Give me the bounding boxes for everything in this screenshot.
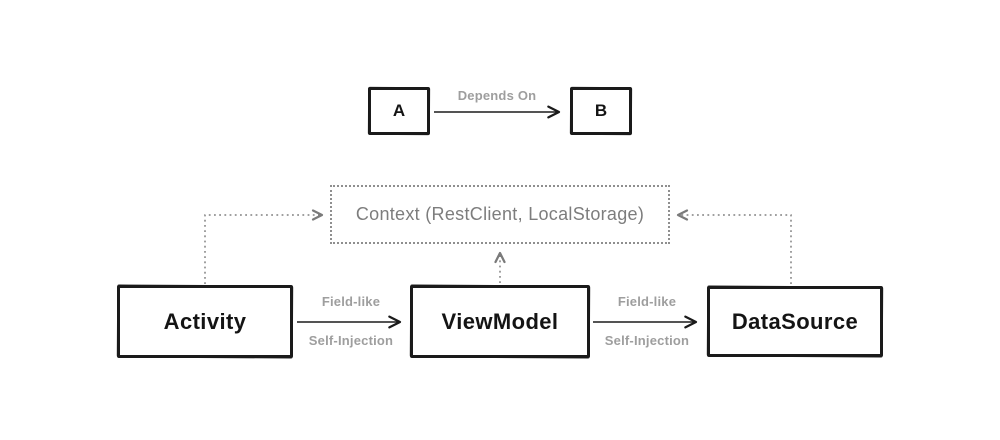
node-datasource-label: DataSource (731, 308, 859, 334)
node-activity-label: Activity (163, 308, 247, 334)
dotted-edge-activity-context (204, 209, 324, 284)
legend-box-a: A (368, 87, 430, 135)
edge-activity-viewmodel-label-bottom: Self-Injection (308, 333, 394, 348)
context-box-label: Context (RestClient, LocalStorage) (355, 204, 645, 224)
node-viewmodel-label: ViewModel (441, 308, 559, 334)
node-activity: Activity (117, 285, 293, 358)
legend-box-a-label: A (392, 101, 406, 120)
edge-viewmodel-datasource-label-bottom: Self-Injection (604, 333, 690, 348)
node-datasource: DataSource (707, 286, 883, 357)
dotted-edge-datasource-context (676, 209, 792, 284)
legend-relation-label: Depends On (457, 88, 537, 103)
legend-box-b-label: B (594, 101, 608, 120)
edge-viewmodel-datasource-label-top: Field-like (617, 294, 677, 309)
context-box: Context (RestClient, LocalStorage) (330, 185, 670, 244)
node-viewmodel: ViewModel (410, 285, 590, 358)
legend-box-b: B (570, 87, 632, 135)
edge-activity-viewmodel-label-top: Field-like (321, 294, 381, 309)
